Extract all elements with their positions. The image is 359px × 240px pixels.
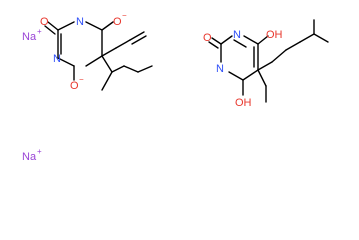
oxygen-charge-c4: −	[122, 11, 127, 20]
bond	[47, 21, 59, 31]
nitrogen-label-n1: N	[53, 53, 61, 65]
oxygen-label-c4: O	[113, 16, 122, 28]
bond	[129, 31, 145, 41]
bond	[242, 69, 259, 81]
hydroxyl-label-top: OH	[266, 29, 283, 41]
bond	[271, 49, 287, 63]
oxygen-charge-c6: −	[79, 75, 84, 84]
sodium-ion-2: Na +	[22, 147, 42, 163]
bond	[233, 39, 247, 48]
sodium-label-1: Na	[22, 31, 37, 43]
bond	[57, 57, 75, 67]
bond	[101, 55, 113, 73]
bond	[115, 39, 131, 49]
bond	[257, 61, 273, 71]
oxygen-label-c2: O	[40, 16, 49, 28]
chemical-structure-diagram: Na + O N O − N O −	[22, 11, 329, 163]
bond	[101, 21, 114, 31]
bond	[85, 55, 103, 67]
nitrogen-label-n1: N	[216, 63, 224, 75]
bond	[101, 71, 113, 91]
structure-canvas: Na + O N O − N O −	[22, 11, 329, 163]
bond	[111, 65, 125, 73]
bond	[137, 65, 153, 73]
molecule-right: O N OH N OH	[203, 19, 329, 109]
nitrogen-label-n3: N	[233, 29, 241, 41]
sodium-charge-2: +	[37, 147, 42, 156]
bond	[220, 35, 233, 45]
bond	[211, 37, 222, 45]
molecule-left: Na + O N O − N O −	[22, 11, 153, 92]
hydroxyl-label-bottom: OH	[235, 97, 252, 109]
bond	[228, 71, 244, 81]
oxygen-label-c2: O	[203, 32, 212, 44]
sodium-charge-1: +	[37, 27, 42, 36]
bond	[57, 21, 75, 31]
oxygen-label-c6: O	[70, 80, 79, 92]
bond	[131, 35, 147, 45]
bond	[313, 33, 329, 43]
bond	[101, 47, 117, 57]
bond	[257, 69, 267, 87]
bond	[208, 41, 219, 49]
bond	[123, 65, 139, 73]
sodium-label-2: Na	[22, 151, 37, 163]
bond	[243, 35, 259, 45]
bond	[44, 25, 56, 35]
bond	[85, 21, 103, 31]
nitrogen-label-n3: N	[76, 16, 84, 28]
bond	[257, 35, 269, 45]
bond	[285, 41, 301, 51]
bond	[299, 33, 315, 43]
